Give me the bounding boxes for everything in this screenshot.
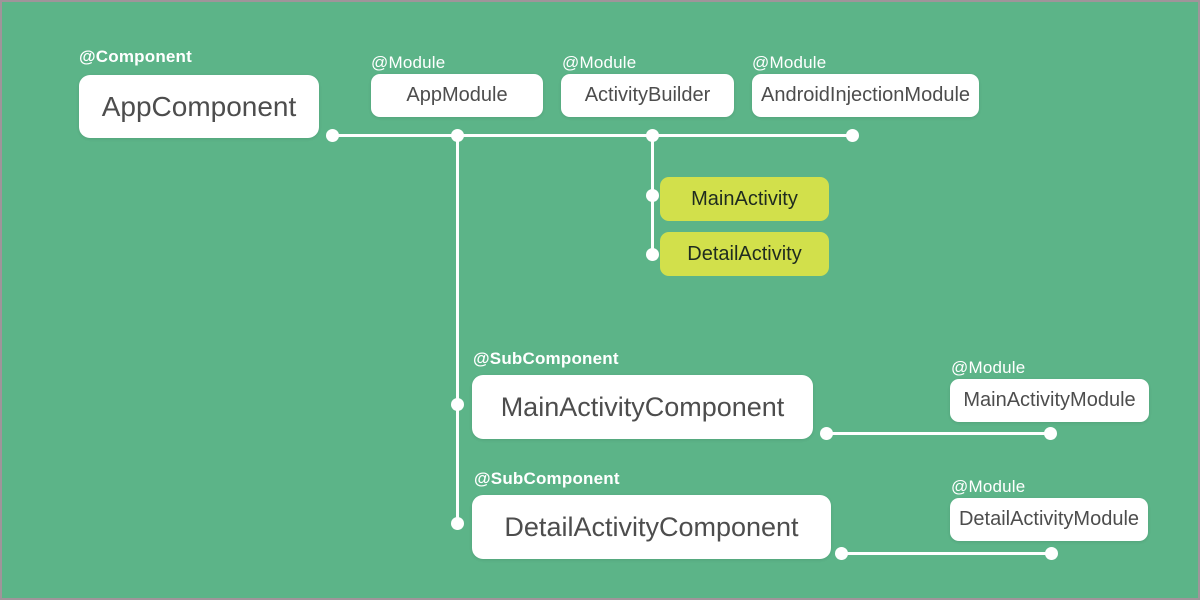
node-app-module: AppModule: [371, 74, 543, 117]
node-main-activity-module: MainActivityModule: [950, 379, 1149, 422]
annotation-module: @Module: [752, 53, 827, 72]
annotation-module: @Module: [951, 477, 1026, 496]
node-activity-builder: ActivityBuilder: [561, 74, 734, 117]
connector-dot: [645, 128, 659, 142]
connector-dot: [325, 128, 339, 142]
connector-dot: [1043, 426, 1057, 440]
node-detail-activity-component: DetailActivityComponent: [472, 495, 831, 559]
node-main-activity-component: MainActivityComponent: [472, 375, 813, 439]
connector-detailcomponent-to-detailmodule: [841, 551, 1051, 555]
node-detail-activity: DetailActivity: [660, 232, 829, 276]
connector-dot: [834, 546, 848, 560]
connector-dot: [845, 128, 859, 142]
connector-dot: [450, 128, 464, 142]
annotation-subcomponent: @SubComponent: [474, 469, 620, 488]
connector-dot: [645, 247, 659, 261]
annotation-module: @Module: [951, 358, 1026, 377]
connector-dot: [819, 426, 833, 440]
annotation-component: @Component: [79, 47, 193, 66]
node-main-activity: MainActivity: [660, 177, 829, 221]
connector-appcomponent-to-modules: [332, 133, 852, 137]
annotation-module: @Module: [562, 53, 637, 72]
annotation-module: @Module: [371, 53, 446, 72]
connector-trunk-subcomponents: [455, 135, 459, 523]
node-android-injection-module: AndroidInjectionModule: [752, 74, 979, 117]
annotation-subcomponent: @SubComponent: [473, 349, 619, 368]
node-detail-activity-module: DetailActivityModule: [950, 498, 1148, 541]
connector-maincomponent-to-mainmodule: [826, 431, 1050, 435]
node-app-component: AppComponent: [79, 75, 319, 138]
connector-dot: [450, 397, 464, 411]
connector-dot: [450, 516, 464, 530]
connector-dot: [1044, 546, 1058, 560]
connector-dot: [645, 188, 659, 202]
